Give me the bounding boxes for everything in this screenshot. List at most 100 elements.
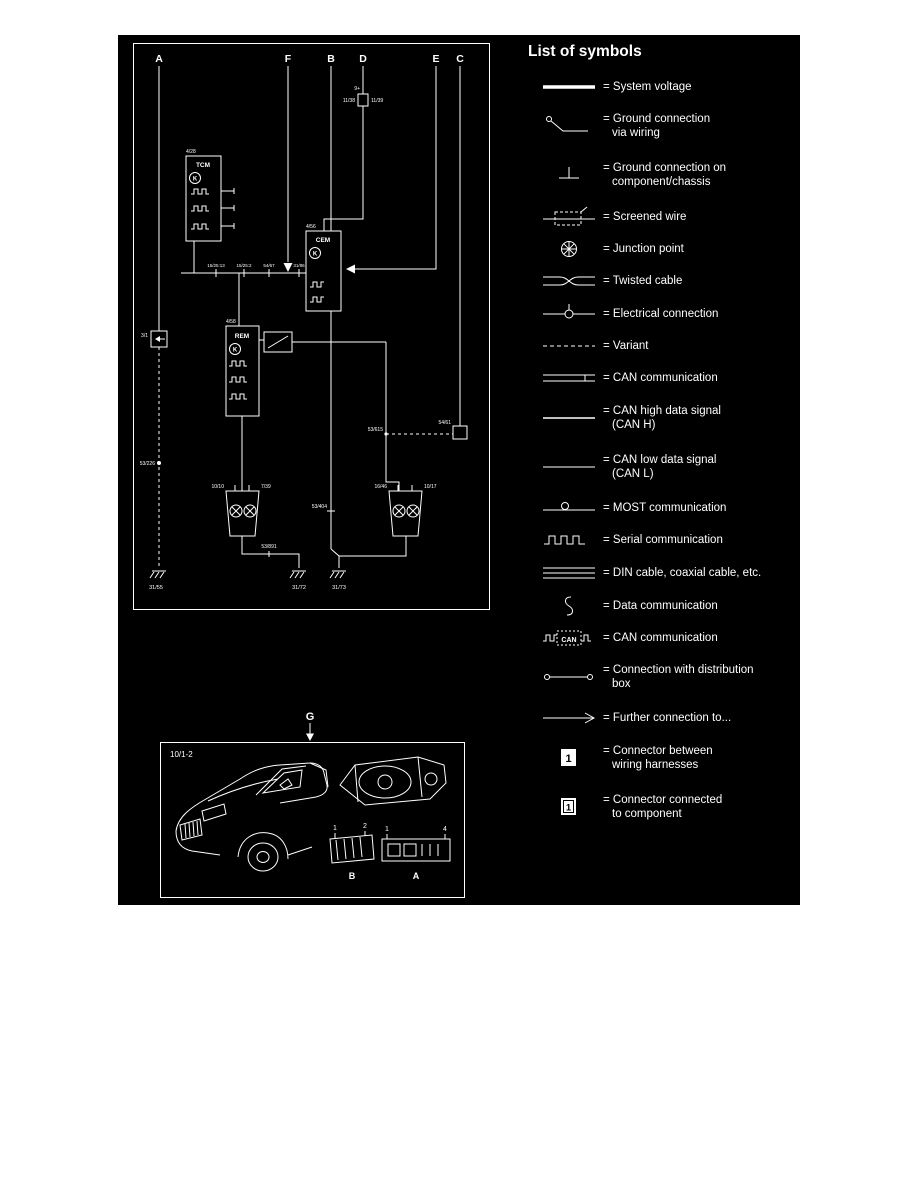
legend-item-din-cable: = DIN cable, coaxial cable, etc. (540, 563, 761, 583)
ground-symbol-a (149, 570, 166, 579)
most-communication-symbol (540, 496, 598, 520)
legend-item-can-low: = CAN low data signal (CAN L) (540, 453, 716, 481)
tcm-name: TCM (196, 162, 210, 169)
tcm-id: 4/28 (186, 149, 196, 155)
letter-d: D (359, 53, 367, 65)
wire-d (323, 66, 364, 231)
can-high-symbol (540, 406, 598, 430)
arrowhead-e (346, 264, 355, 274)
headlamp-illustration (339, 756, 447, 806)
serial-communication-symbol (540, 528, 598, 552)
figure-frame (160, 742, 465, 898)
twisted-cable-symbol (540, 269, 598, 293)
junction-dot-dashed (384, 432, 388, 436)
legend-label: = Variant (603, 340, 649, 352)
connector-b-pin-1: 1 (333, 825, 337, 832)
legend-label: = Ground connection (603, 113, 711, 125)
label-bus1: 15/25:13 (207, 263, 225, 268)
further-connection-symbol (540, 706, 598, 730)
legend-label: = Screened wire (603, 211, 687, 223)
legend-item-can-communication-2: CAN = CAN communication (540, 628, 718, 648)
label-ground-lamp: 31/72 (292, 585, 306, 591)
label-power: 9+ (354, 86, 360, 92)
connector-a-label: A (413, 871, 420, 881)
cem-box (305, 230, 342, 312)
wire-e (355, 66, 437, 270)
legend-item-variant: = Variant (540, 336, 649, 356)
rem-k-symbol (229, 343, 241, 355)
legend-item-junction-point: = Junction point (540, 239, 684, 259)
legend-label-line2: component/chassis (612, 176, 711, 188)
legend-label: = Connector between (603, 745, 713, 757)
legend-item-connector-harness: 1 = Connector between wiring harnesses (540, 744, 713, 772)
label-bus2: 15/25:2 (236, 263, 252, 268)
wire-b (327, 66, 340, 568)
ground-symbol-b (329, 570, 346, 579)
data-communication-symbol (540, 594, 598, 618)
legend-label-line2: wiring harnesses (612, 759, 699, 771)
legend-label: = CAN communication (603, 632, 718, 644)
rem-k: K (233, 348, 238, 354)
label-lamp-right-2: 10/17 (424, 484, 437, 490)
variant-symbol (540, 334, 598, 358)
figure-ref: 10/1-2 (170, 750, 193, 759)
system-voltage-symbol (540, 75, 598, 99)
fuse-symbol (357, 93, 369, 107)
tcm-k-symbol (189, 172, 201, 184)
legend-label: = Ground connection on (603, 162, 727, 174)
label-lamp-left-2: 7/39 (261, 484, 271, 490)
legend-label-line2: to component (612, 808, 682, 820)
legend-item-twisted-cable: = Twisted cable (540, 271, 682, 291)
component-location-figure: G 10/1-2 (160, 711, 465, 898)
legend-item-serial-communication: = Serial communication (540, 530, 723, 550)
legend-label: = CAN low data signal (603, 454, 717, 466)
label-fuse-right: 11/39 (371, 98, 383, 104)
cem-serial-symbols (310, 281, 324, 303)
distribution-box-symbol (540, 665, 598, 689)
legend-label-line2: (CAN H) (612, 419, 656, 431)
arrowhead-f (283, 263, 293, 272)
junction-point-symbol (540, 237, 598, 261)
legend-label: = Serial communication (603, 534, 723, 546)
cem-k-symbol (309, 247, 321, 259)
label-lamp-left-1: 10/10 (211, 484, 224, 490)
legend-label: = MOST communication (603, 502, 727, 514)
relay-blade (267, 335, 289, 349)
legend-item-system-voltage: = System voltage (540, 77, 692, 97)
ground-symbol-lamp (289, 570, 306, 579)
letter-f: F (285, 53, 292, 65)
label-conn-lamp: 53/891 (261, 544, 277, 550)
tcm-pin-stubs (221, 188, 235, 229)
label-ground-a: 31/55 (149, 585, 163, 591)
legend-label: = Connector connected (603, 794, 723, 806)
harness-connector-number: 1 (565, 753, 571, 765)
letter-b: B (327, 53, 335, 65)
legend-item-further-connection: = Further connection to... (540, 708, 731, 728)
legend-item-most-communication: = MOST communication (540, 498, 726, 518)
legend-label-line2: (CAN L) (612, 468, 654, 480)
cem-id: 4/56 (306, 224, 316, 230)
tcm-serial-symbols (191, 188, 209, 230)
left-headlamp-symbol (225, 485, 260, 537)
rem-id: 4/58 (226, 319, 236, 325)
right-headlamp-symbol (388, 485, 423, 537)
label-ground-b: 31/73 (332, 585, 346, 591)
can-communication-symbol (540, 366, 598, 390)
legend-item-can-high: = CAN high data signal(CAN H) (540, 404, 721, 432)
tcm-box (185, 155, 222, 242)
legend-label: = Twisted cable (603, 275, 683, 287)
connector-harness-symbol: 1 (540, 746, 598, 770)
legend-label: = Connection with distribution (603, 664, 754, 676)
ground-on-component-symbol (540, 163, 598, 187)
junction-dot-a (157, 461, 161, 465)
legend-title: List of symbols (528, 43, 642, 60)
legend-label: = Electrical connection (603, 308, 719, 320)
connector-box-54-61 (452, 425, 468, 440)
letter-a: A (155, 53, 163, 65)
legend-label: = Further connection to... (603, 712, 732, 724)
can-low-symbol (540, 455, 598, 479)
legend-label-line2: via wiring (612, 127, 660, 139)
connector-b-drawing (329, 831, 375, 864)
label-bus4: 31/86 (293, 263, 305, 268)
car-illustration (175, 762, 329, 872)
